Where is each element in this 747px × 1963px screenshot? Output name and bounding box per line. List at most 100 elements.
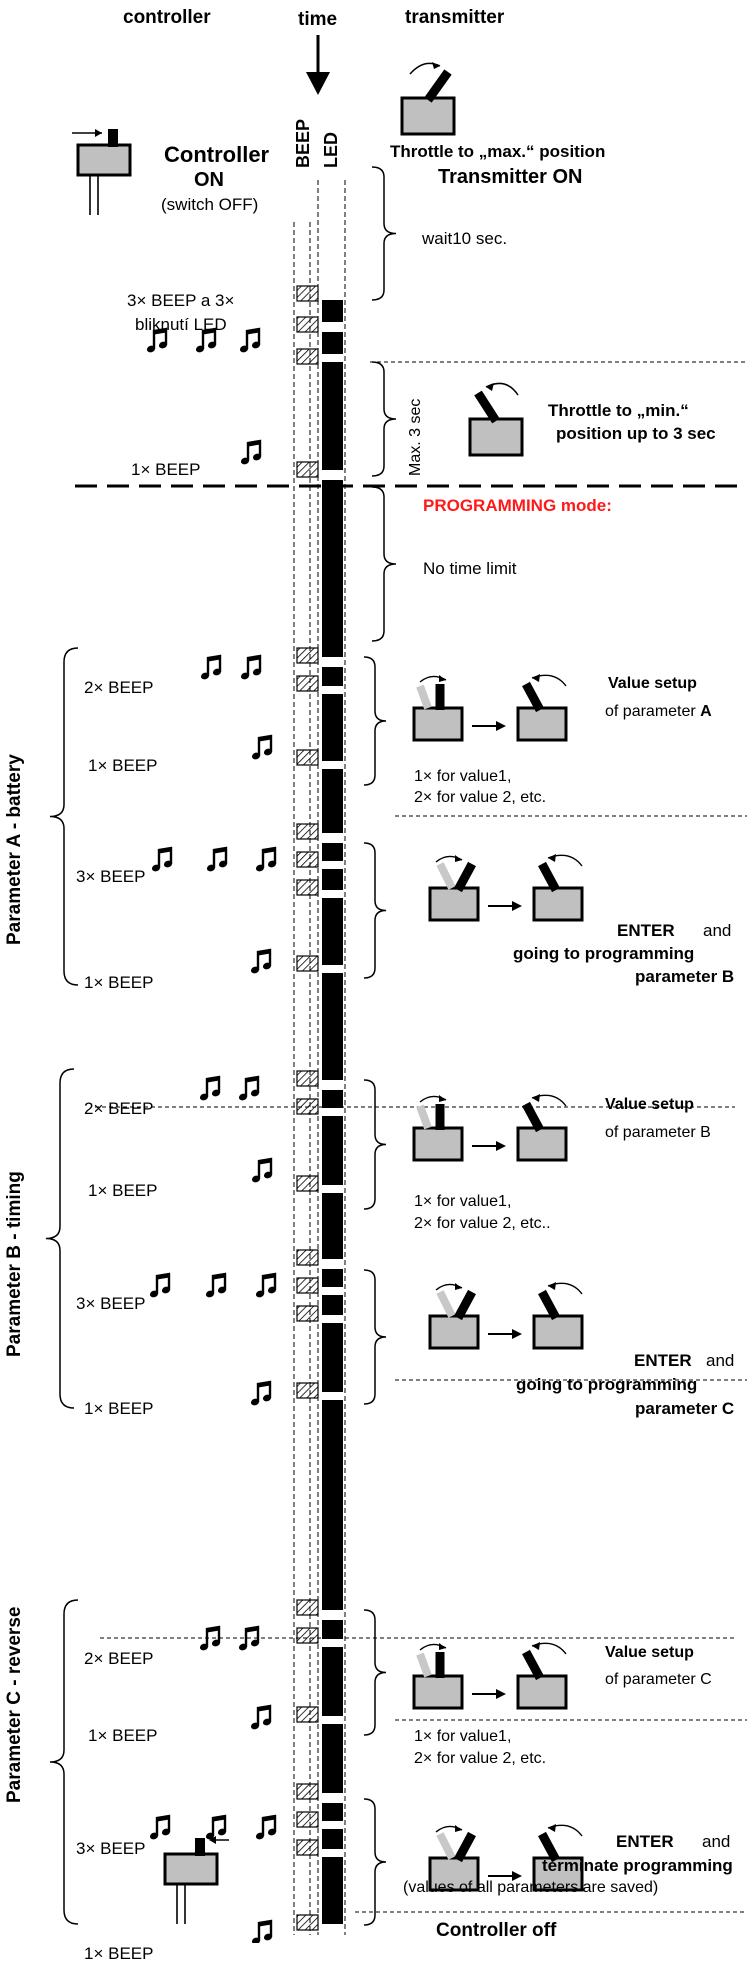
param-b-1beep: 1× BEEP — [88, 1181, 158, 1200]
brace — [49, 647, 79, 986]
beep-block — [296, 1070, 319, 1087]
led-on-segment — [322, 898, 343, 965]
brace — [363, 1269, 387, 1405]
brace — [371, 361, 397, 477]
led-on-segment — [322, 1193, 343, 1259]
header-transmitter: transmitter — [405, 7, 505, 28]
music-note-icon — [238, 327, 262, 354]
param-a-values1: 1× for value1, — [414, 768, 512, 785]
brace — [371, 486, 397, 642]
led-on-segment — [322, 694, 343, 761]
param-b-and: and — [706, 1351, 735, 1370]
param-b-2beep: 2× BEEP — [84, 1099, 154, 1118]
led-on-segment — [322, 300, 343, 322]
led-on-segment — [322, 1090, 343, 1108]
brace — [363, 656, 387, 786]
param-b-values2: 2× for value 2, etc.. — [414, 1215, 551, 1232]
param-c-values1: 1× for value1, — [414, 1728, 512, 1745]
music-note-icon — [250, 734, 274, 761]
beep-block — [296, 1627, 319, 1644]
controller-switch-icon — [72, 129, 132, 215]
music-note-icon — [249, 1380, 273, 1407]
param-a-and: and — [703, 921, 732, 940]
led-on-segment — [322, 1803, 343, 1821]
param-a-value-setup: Value setup — [608, 675, 697, 692]
led-on-segment — [322, 1857, 343, 1924]
beep-block — [296, 1839, 319, 1856]
beep-column-label: BEEP — [293, 118, 313, 168]
param-b-enter-step-icon — [428, 1282, 584, 1350]
programming-mode-title: PROGRAMMING mode: — [423, 496, 612, 515]
param-a-label: Parameter A - battery — [4, 754, 25, 945]
wait-label: wait10 sec. — [422, 229, 508, 248]
param-a-enter: ENTER — [617, 921, 675, 940]
param-c-of: of parameter C — [605, 1671, 712, 1688]
transmitter-on-label: Transmitter ON — [438, 166, 583, 188]
beep-block — [296, 647, 319, 664]
param-b-of: of parameter B — [605, 1124, 711, 1141]
param-a-1beep-b: 1× BEEP — [84, 973, 154, 992]
param-b-enter: ENTER — [634, 1351, 692, 1370]
beep-block — [296, 955, 319, 972]
param-b-next: parameter C — [635, 1399, 735, 1418]
param-c-values2: 2× for value 2, etc. — [414, 1750, 547, 1767]
brace — [363, 1609, 387, 1736]
music-note-icon — [239, 439, 263, 466]
throttle-min-line2: position up to 3 sec — [556, 424, 716, 443]
beep-block — [296, 749, 319, 766]
param-c-value-setup: Value setup — [605, 1644, 694, 1661]
param-a-2beep: 2× BEEP — [84, 678, 154, 697]
beep-block — [296, 461, 319, 478]
led-on-segment — [322, 1724, 343, 1793]
max-3-sec-label: Max. 3 sec — [407, 398, 424, 476]
param-b-value-step-icon — [412, 1094, 568, 1162]
led-on-segment — [322, 332, 343, 354]
beep-block — [296, 1277, 319, 1294]
led-on-segment — [322, 973, 343, 1080]
beep-block — [296, 675, 319, 692]
music-note-icon — [204, 1814, 228, 1841]
beep-block — [296, 285, 319, 302]
led-on-segment — [322, 1116, 343, 1185]
music-note-icon — [239, 654, 263, 681]
led-on-segment — [322, 1647, 343, 1716]
brace — [363, 1798, 387, 1926]
param-b-label: Parameter B - timing — [4, 1171, 25, 1357]
led-on-segment — [322, 1620, 343, 1639]
param-c-and: and — [702, 1832, 731, 1851]
param-c-1beep: 1× BEEP — [88, 1726, 158, 1745]
header-controller: controller — [123, 7, 211, 28]
brace — [363, 1079, 387, 1210]
beep-block — [296, 1249, 319, 1266]
led-on-segment — [322, 1400, 343, 1610]
led-on-segment — [322, 1829, 343, 1849]
param-c-2beep: 2× BEEP — [84, 1649, 154, 1668]
saved-note: (values of all parameters are saved) — [403, 1879, 659, 1896]
music-note-icon — [148, 1814, 172, 1841]
no-time-limit-label: No time limit — [423, 559, 517, 578]
beep-block — [296, 823, 319, 840]
param-c-enter-step-icon — [428, 1824, 584, 1892]
param-c-label: Parameter C - reverse — [4, 1606, 25, 1803]
param-a-values2: 2× for value 2, etc. — [414, 789, 547, 806]
param-b-1beep-b: 1× BEEP — [84, 1399, 154, 1418]
music-note-icon — [250, 1919, 274, 1946]
param-b-3beep: 3× BEEP — [76, 1294, 146, 1313]
transmitter-throttle-min-icon — [468, 382, 524, 457]
led-on-segment — [322, 1323, 343, 1392]
param-c-1beep-b: 1× BEEP — [84, 1944, 154, 1963]
three-beeps-line1: 3× BEEP a 3× — [127, 291, 235, 310]
music-note-icon — [198, 1625, 222, 1652]
param-a-of: of parameter A — [605, 703, 712, 720]
led-column-label: LED — [321, 132, 341, 168]
header-time: time — [298, 9, 338, 30]
controller-switch-off-icon — [163, 1836, 229, 1924]
beep-block — [296, 316, 319, 333]
music-note-icon — [205, 846, 229, 873]
beep-block — [296, 1305, 319, 1322]
music-note-icon — [148, 1272, 172, 1299]
music-note-icon — [150, 846, 174, 873]
beep-block — [296, 348, 319, 365]
led-on-segment — [322, 1269, 343, 1287]
